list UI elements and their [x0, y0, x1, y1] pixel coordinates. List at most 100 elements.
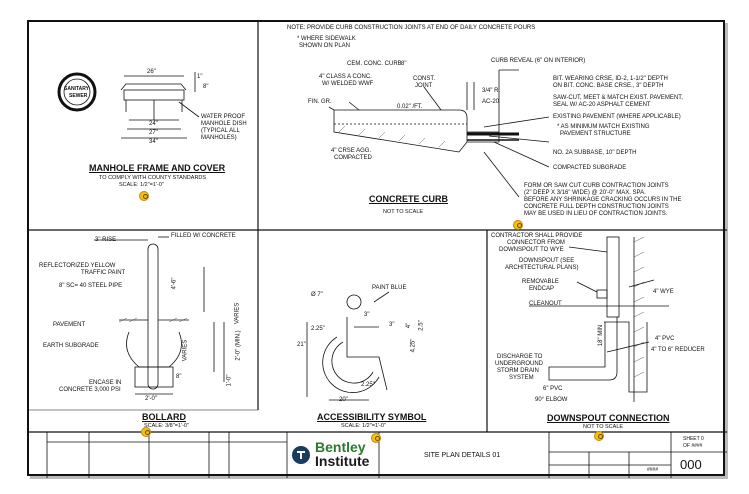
drawing-sheet: NOTE: PROVIDE CURB CONSTRUCTION JOINTS A… [27, 20, 727, 478]
curb-label-slope: 0.02" /FT. [397, 104, 423, 110]
project-number: #### [647, 467, 659, 473]
access-dim-25: 2.5" [418, 320, 425, 331]
dim-24: 24" [149, 121, 158, 127]
manhole-seal-text-2: SEWER [69, 93, 88, 99]
curb-label-fin: FIN. GR. [308, 99, 332, 105]
zoom-icon[interactable] [513, 220, 523, 230]
downspout-scale: NOT TO SCALE [583, 424, 624, 430]
curb-dim-ac: AC-20 [482, 99, 500, 105]
logo-mark [297, 451, 305, 459]
curb-dim-radius: 3/4" R. [482, 88, 501, 94]
curb-label-class: 4" CLASS A CONC. [319, 74, 372, 80]
access-dim-3b: 3" [389, 322, 395, 328]
manhole-seal-text: SANITARY [64, 86, 89, 92]
dim-1: 1" [197, 74, 203, 80]
manhole-subtitle: TO COMPLY WITH COUNTY STANDARDS [99, 175, 207, 181]
dim-8: 8" [203, 84, 209, 90]
manhole-title: MANHOLE FRAME AND COVER [89, 163, 226, 173]
dim-34: 34" [149, 139, 158, 145]
bollard-filled: FILLED W/ CONCRETE [171, 233, 236, 239]
curb-note-min: * AS MINIMUM MATCH EXISTING [557, 124, 650, 130]
curb-title: CONCRETE CURB [369, 194, 449, 204]
manhole-note-4: MANHOLES) [201, 135, 237, 141]
access-dim-425: 4.25" [410, 338, 417, 353]
zoom-icon[interactable] [371, 433, 381, 443]
sheet-number: 000 [680, 457, 702, 472]
access-dim-20: 20" [339, 397, 348, 403]
zoom-icon[interactable] [594, 431, 604, 441]
curb-note-form-2: (2" DEEP X 3/16" WIDE) @ 20'-0" MAX. SPA… [524, 190, 646, 196]
curb-note-subgrade: COMPACTED SUBGRADE [553, 165, 627, 171]
curb-note-bit: BIT. WEARING CRSE, ID-2, 1-1/2" DEPTH [553, 76, 668, 82]
zoom-icon[interactable] [139, 191, 149, 201]
curb-note-subbase: NO. 2A SUBBASE, 10" DEPTH [553, 150, 637, 156]
bollard-dim-2min: 2'-0" (MIN.) [235, 330, 242, 361]
bollard-earth: EARTH SUBGRADE [43, 343, 99, 349]
curb-note-form: FORM OR SAW CUT CURB CONTRACTION JOINTS [524, 183, 669, 189]
bollard-title: BOLLARD [142, 412, 186, 422]
sheet-of: SHEET 0 [683, 436, 704, 442]
curb-label-const: CONST. [413, 76, 436, 82]
general-note: NOTE: PROVIDE CURB CONSTRUCTION JOINTS A… [287, 25, 536, 31]
bollard-paint-2: TRAFFIC PAINT [81, 270, 126, 276]
logo-text-bentley: Bentley [315, 439, 366, 455]
curb-note-saw: SAW-CUT, MEET & MATCH EXIST. PAVEMENT, [553, 95, 683, 101]
bollard-dim-20: 2'-0" [145, 396, 157, 402]
ds-discharge: DISCHARGE TO [497, 354, 543, 360]
ds-wye: 4" WYE [653, 289, 674, 295]
downspout-title: DOWNSPOUT CONNECTION [547, 413, 670, 423]
ds-pvc6: 6" PVC [543, 386, 563, 392]
curb-label-8: 8" [401, 61, 407, 67]
curb-label-crse-2: COMPACTED [334, 155, 372, 161]
curb-label-cem: CEM. CONC. CURB [347, 61, 402, 67]
access-dim-225: 2.25" [311, 326, 325, 332]
manhole-note-3: (TYPICAL ALL [201, 128, 240, 134]
ds-pvc: 4" PVC [655, 336, 675, 342]
bollard-encase: ENCASE IN [89, 380, 122, 386]
access-scale: SCALE: 1/2"=1'-0" [341, 423, 386, 429]
curb-note-form-3: BEFORE ANY SHRINKAGE CRACKING OCCURS IN … [524, 197, 682, 203]
bollard-dim-46: 4'-6" [171, 277, 178, 290]
sheet-title: SITE PLAN DETAILS 01 [424, 452, 501, 459]
access-title: ACCESSIBILITY SYMBOL [317, 412, 427, 422]
curb-label-mesh: W/ WELDED WWF [322, 81, 374, 87]
ds-reducer: 4" TO 6" REDUCER [651, 347, 705, 353]
sidewalk-note: * WHERE SIDEWALK [297, 36, 356, 42]
access-paint: PAINT BLUE [372, 285, 407, 291]
curb-note-exist: EXISTING PAVEMENT (WHERE APPLICABLE) [553, 114, 681, 120]
curb-scale: NOT TO SCALE [383, 209, 424, 215]
ds-cleanout: CLEANOUT [529, 301, 562, 307]
ds-removable: REMOVABLE [522, 279, 559, 285]
bollard-pavement: PAVEMENT [53, 322, 86, 328]
ds-discharge-4: SYSTEM [509, 375, 534, 381]
zoom-icon[interactable] [141, 427, 151, 437]
access-dim-21: 21" [297, 342, 306, 348]
ds-downspout: DOWNSPOUT (SEE [519, 258, 575, 264]
sheet-of-2: OF #### [683, 443, 703, 449]
manhole-note-2: MANHOLE DISH [201, 121, 247, 127]
ds-downspout-2: ARCHITECTURAL PLANS) [505, 265, 579, 271]
ds-discharge-2: UNDERGROUND [495, 361, 543, 367]
curb-label-joint: JOINT [415, 83, 433, 89]
hatch-layer [118, 125, 645, 378]
bollard-dim-10: 1'-0" [226, 374, 233, 387]
bollard-rise: 3" RISE [95, 237, 117, 243]
ds-elbow: 90° ELBOW [535, 397, 568, 403]
curb-label-crse: 4" CRSE AGG. [331, 148, 372, 154]
curb-note-saw-2: SEAL W/ AC-20 ASPHALT CEMENT [553, 102, 651, 108]
ds-contractor-3: DOWNSPOUT TO WYE [499, 247, 564, 253]
curb-note-form-5: MAY BE USED IN LIEU OF CONTRACTION JOINT… [524, 211, 668, 217]
bollard-encase-2: CONCRETE 3,000 PSI [59, 387, 121, 393]
curb-note-min-2: PAVEMENT STRUCTURE [560, 131, 631, 137]
curb-note-form-4: CONCRETE FULL DEPTH CONSTRUCTION JOINTS [524, 204, 669, 210]
ds-contractor: CONTRACTOR SHALL PROVIDE [491, 233, 583, 239]
ds-contractor-2: CONNECTOR FROM [507, 240, 565, 246]
access-dim-3a: 3" [364, 312, 370, 318]
dim-27: 27" [149, 130, 158, 136]
manhole-note: WATER PROOF [201, 114, 245, 120]
bollard-dim-8: 8" [176, 374, 182, 380]
dim-26: 26" [147, 69, 156, 75]
access-dim-7: Ø 7" [311, 292, 323, 298]
access-dim-4: 4" [406, 322, 413, 329]
ds-removable-2: ENDCAP [529, 286, 555, 292]
